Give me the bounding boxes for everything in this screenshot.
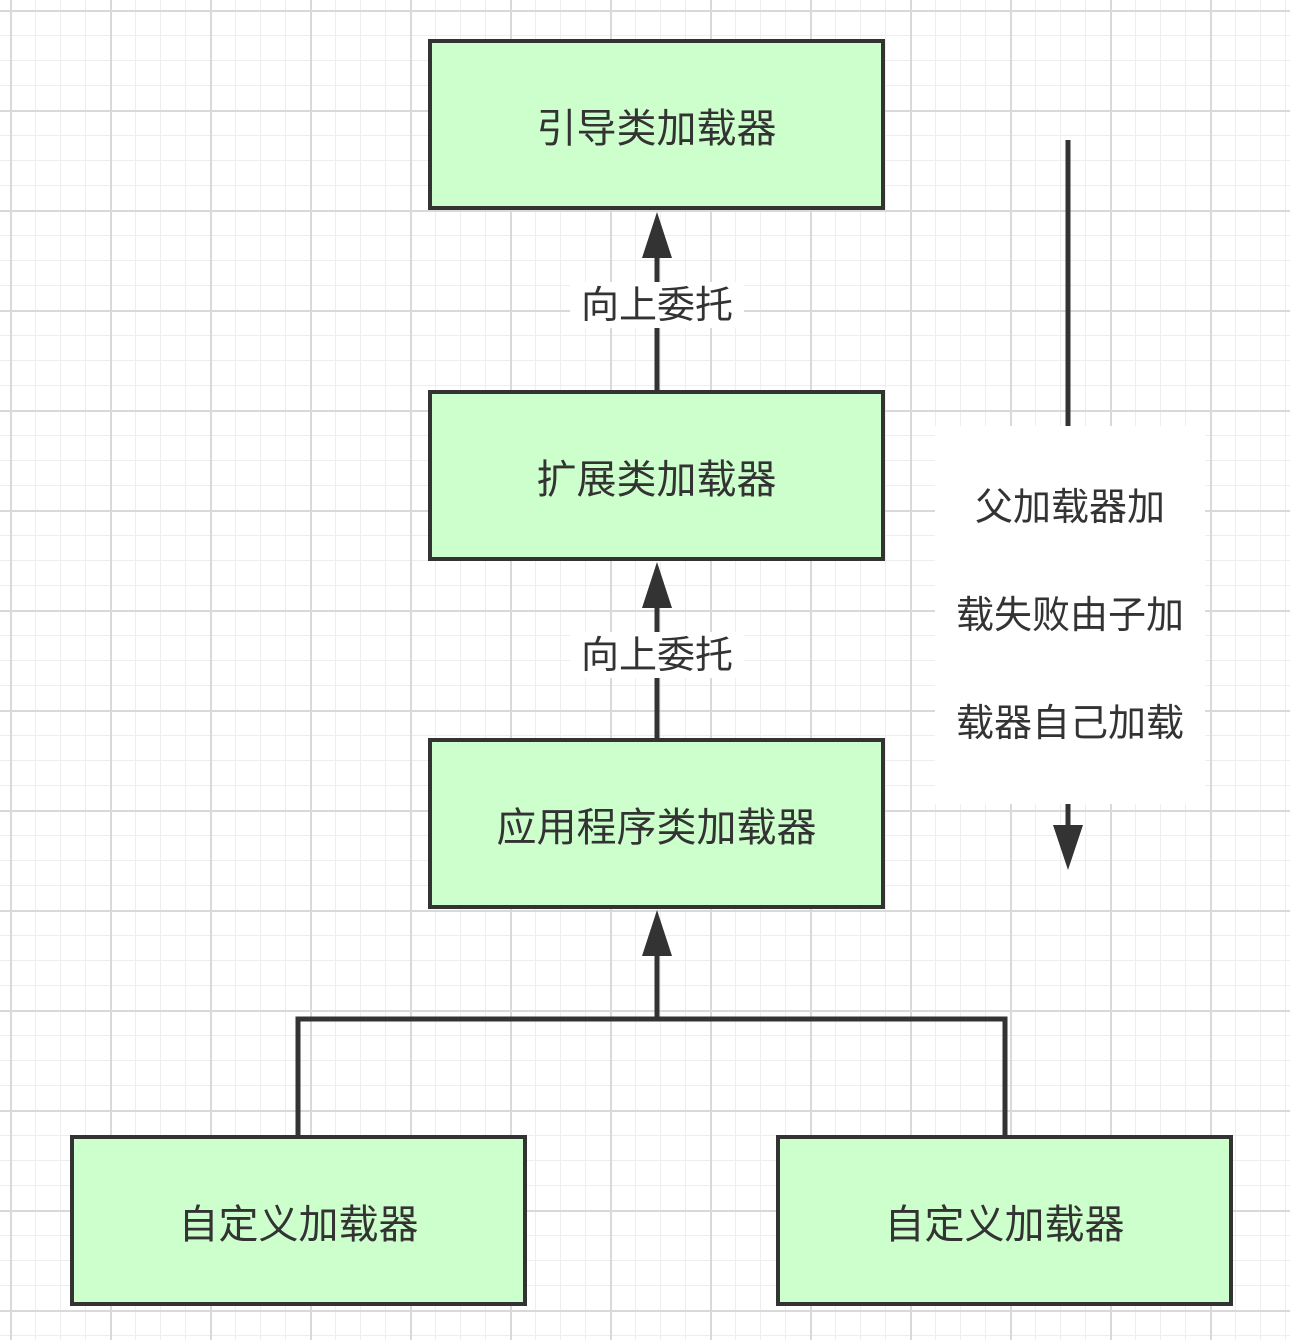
delegate-label-middle: 向上委托 <box>570 632 744 678</box>
arrowhead-up-top <box>642 212 672 258</box>
custom-classloader-left-node[interactable]: 自定义加载器 <box>70 1135 527 1306</box>
side-note-line-2: 载失败由子加 <box>955 593 1184 637</box>
parent-fail-child-load-note: 父加载器加 载失败由子加 载器自己加载 <box>935 426 1205 804</box>
extension-classloader-node[interactable]: 扩展类加载器 <box>428 390 885 561</box>
side-note-line-1: 父加载器加 <box>974 485 1165 529</box>
delegate-label-top: 向上委托 <box>570 282 744 328</box>
connector-custom-right <box>657 1016 1008 1135</box>
connector-custom-left <box>295 1016 657 1135</box>
arrowhead-up-bottom <box>642 910 672 956</box>
application-classloader-node[interactable]: 应用程序类加载器 <box>428 738 885 909</box>
side-arrowhead-down <box>1053 825 1083 870</box>
bootstrap-classloader-node[interactable]: 引导类加载器 <box>428 39 885 210</box>
custom-classloader-right-node[interactable]: 自定义加载器 <box>776 1135 1233 1306</box>
side-note-line-3: 载器自己加载 <box>955 701 1184 745</box>
arrowhead-up-middle <box>642 562 672 608</box>
